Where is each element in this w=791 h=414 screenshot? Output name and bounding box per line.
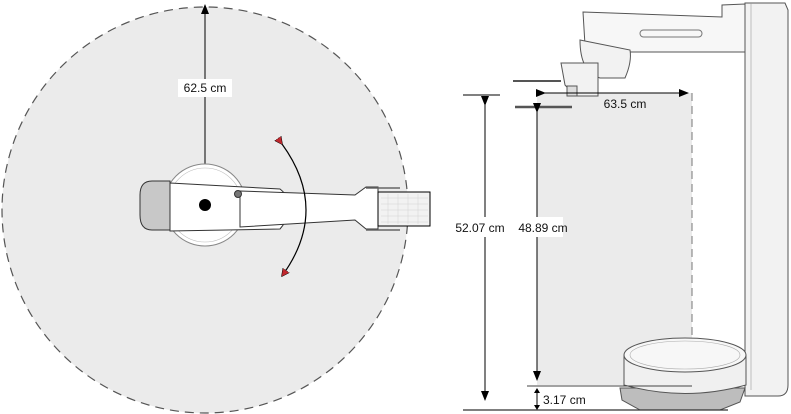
robot-column xyxy=(744,2,789,397)
base-offset-label: 3.17 cm xyxy=(543,393,586,407)
total-height-label: 52.07 cm xyxy=(455,221,504,235)
gripper-grid xyxy=(381,194,428,224)
rotation-arrow xyxy=(282,144,307,276)
base-top xyxy=(623,337,747,373)
workspace-area xyxy=(537,93,692,385)
joint-center-marker xyxy=(199,199,211,211)
arm-rear-cap xyxy=(139,180,171,231)
side-view: 52.07 cm 48.89 cm 63.5 cm 3.17 cm xyxy=(453,2,789,411)
horizontal-reach-label: 63.5 cm xyxy=(604,97,647,111)
upper-arm xyxy=(582,3,746,53)
arm-port-icon xyxy=(234,190,242,198)
arm-slot xyxy=(639,29,703,38)
height-labels-bg xyxy=(453,217,563,237)
reach-label: 62.5 cm xyxy=(184,81,227,95)
gripper-mount xyxy=(566,85,578,97)
base-top-ring xyxy=(629,340,741,370)
gripper-pad xyxy=(377,191,431,227)
vertical-stroke-label: 48.89 cm xyxy=(518,221,567,235)
reach-label-bg xyxy=(178,79,232,97)
top-view: 62.5 cm xyxy=(1,4,431,414)
